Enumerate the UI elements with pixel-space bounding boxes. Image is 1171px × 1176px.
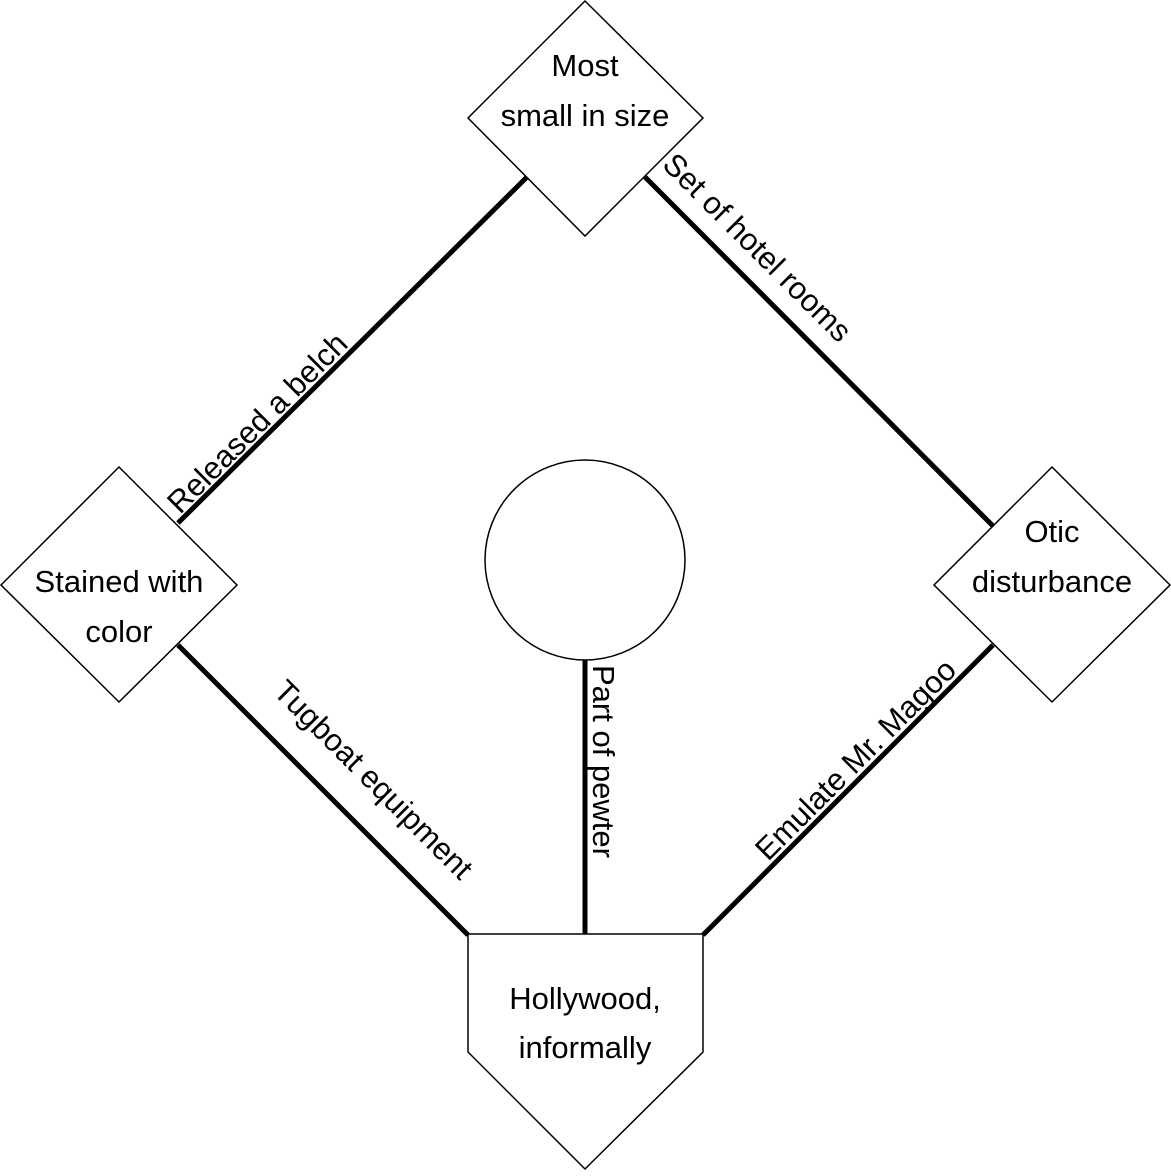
node-left-base-line-1: Stained with	[35, 564, 204, 599]
node-left-base: Stained with color	[0, 465, 239, 704]
edge-top-to-right	[643, 175, 995, 528]
node-top-base-line-1: Most	[551, 48, 619, 83]
node-top-base: Most small in size	[466, 0, 705, 238]
edge-label-right-to-home: Emulate Mr. Magoo	[748, 652, 963, 867]
node-top-base-line-2: small in size	[501, 98, 670, 133]
node-right-base-line-2: disturbance	[972, 564, 1132, 599]
node-right-base-line-1: Otic	[1024, 514, 1079, 549]
edge-left-to-home	[176, 643, 470, 937]
edge-label-mound-to-home: Part of pewter	[586, 665, 621, 858]
edge-right-to-home	[701, 643, 995, 937]
edge-label-left-to-home: Tugboat equipment	[267, 673, 480, 886]
node-home-plate: Hollywood, informally	[467, 933, 704, 1171]
node-home-plate-line-2: informally	[519, 1030, 652, 1065]
node-left-base-line-2: color	[85, 614, 152, 649]
node-right-base: Otic disturbance	[932, 465, 1171, 704]
edge-left-to-top	[176, 175, 529, 525]
edge-label-top-to-right: Set of hotel rooms	[656, 146, 859, 349]
node-pitchers-mound	[484, 459, 686, 661]
node-home-plate-line-1: Hollywood,	[509, 981, 661, 1016]
edge-label-left-to-top: Released a belch	[160, 326, 354, 520]
